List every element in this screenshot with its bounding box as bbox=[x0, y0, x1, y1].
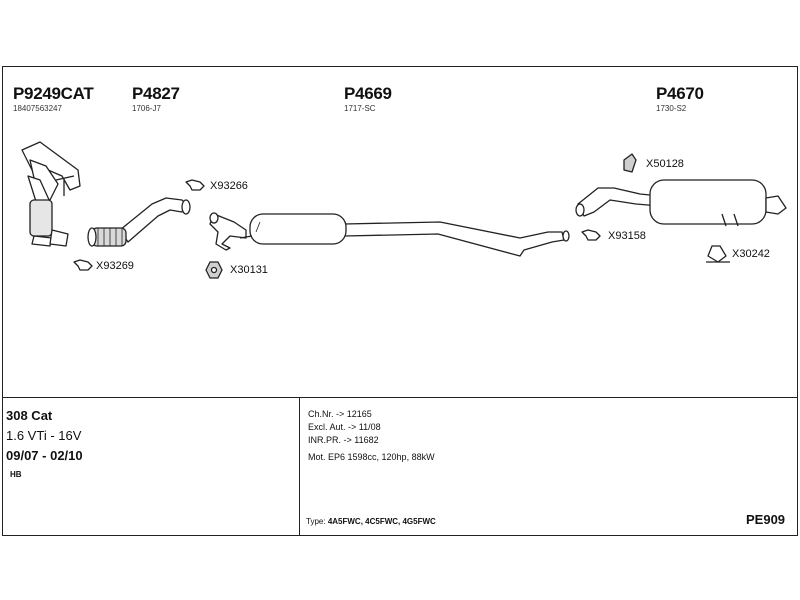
section-divider-vertical bbox=[299, 397, 300, 535]
vehicle-dates: 09/07 - 02/10 bbox=[6, 448, 83, 463]
diagram-code: PE909 bbox=[746, 512, 786, 527]
type-label: Type: bbox=[306, 517, 326, 526]
nut-icon bbox=[205, 261, 223, 279]
part-number: P4827 bbox=[132, 84, 180, 103]
part-reference: 18407563247 bbox=[13, 104, 62, 113]
vehicle-engine: 1.6 VTi - 16V bbox=[6, 428, 82, 443]
fitting-label: X30242 bbox=[732, 248, 770, 260]
clamp-icon bbox=[185, 179, 205, 191]
bracket-icon bbox=[623, 153, 637, 173]
spec-motor: Mot. EP6 1598cc, 120hp, 88kW bbox=[308, 452, 435, 462]
spec-inr: INR.PR. -> 11682 bbox=[308, 435, 379, 445]
middle-silencer-drawing bbox=[209, 212, 570, 257]
vehicle-model: 308 Cat bbox=[6, 408, 53, 423]
clamp-icon bbox=[73, 259, 93, 271]
spec-exclusion: Excl. Aut. -> 11/08 bbox=[308, 422, 381, 432]
vehicle-body: HB bbox=[10, 470, 22, 479]
rear-silencer-drawing bbox=[575, 179, 787, 227]
part-number: P4670 bbox=[656, 84, 704, 103]
part-number: P9249CAT bbox=[13, 84, 94, 103]
part-reference: 1730-S2 bbox=[656, 104, 687, 113]
fitting-label: X93158 bbox=[608, 230, 646, 242]
type-line: Type: 4A5FWC, 4C5FWC, 4G5FWC bbox=[306, 517, 436, 526]
part-number: P4669 bbox=[344, 84, 392, 103]
type-values: 4A5FWC, 4C5FWC, 4G5FWC bbox=[327, 517, 436, 526]
clamp-icon bbox=[581, 229, 601, 241]
fitting-label: X93269 bbox=[96, 260, 134, 272]
exhaust-parts-sheet bbox=[2, 66, 798, 536]
fitting-label: X93266 bbox=[210, 180, 248, 192]
part-reference: 1717-SC bbox=[344, 104, 376, 113]
manifold-catalyst-drawing bbox=[21, 141, 81, 247]
part-reference: 1706-J7 bbox=[132, 104, 161, 113]
spec-chassis: Ch.Nr. -> 12165 bbox=[308, 409, 372, 419]
fitting-label: X30131 bbox=[230, 264, 268, 276]
rubber-mount-icon bbox=[706, 245, 730, 263]
fitting-label: X50128 bbox=[646, 158, 684, 170]
flex-pipe-drawing bbox=[87, 197, 191, 247]
section-divider-horizontal bbox=[3, 397, 797, 398]
